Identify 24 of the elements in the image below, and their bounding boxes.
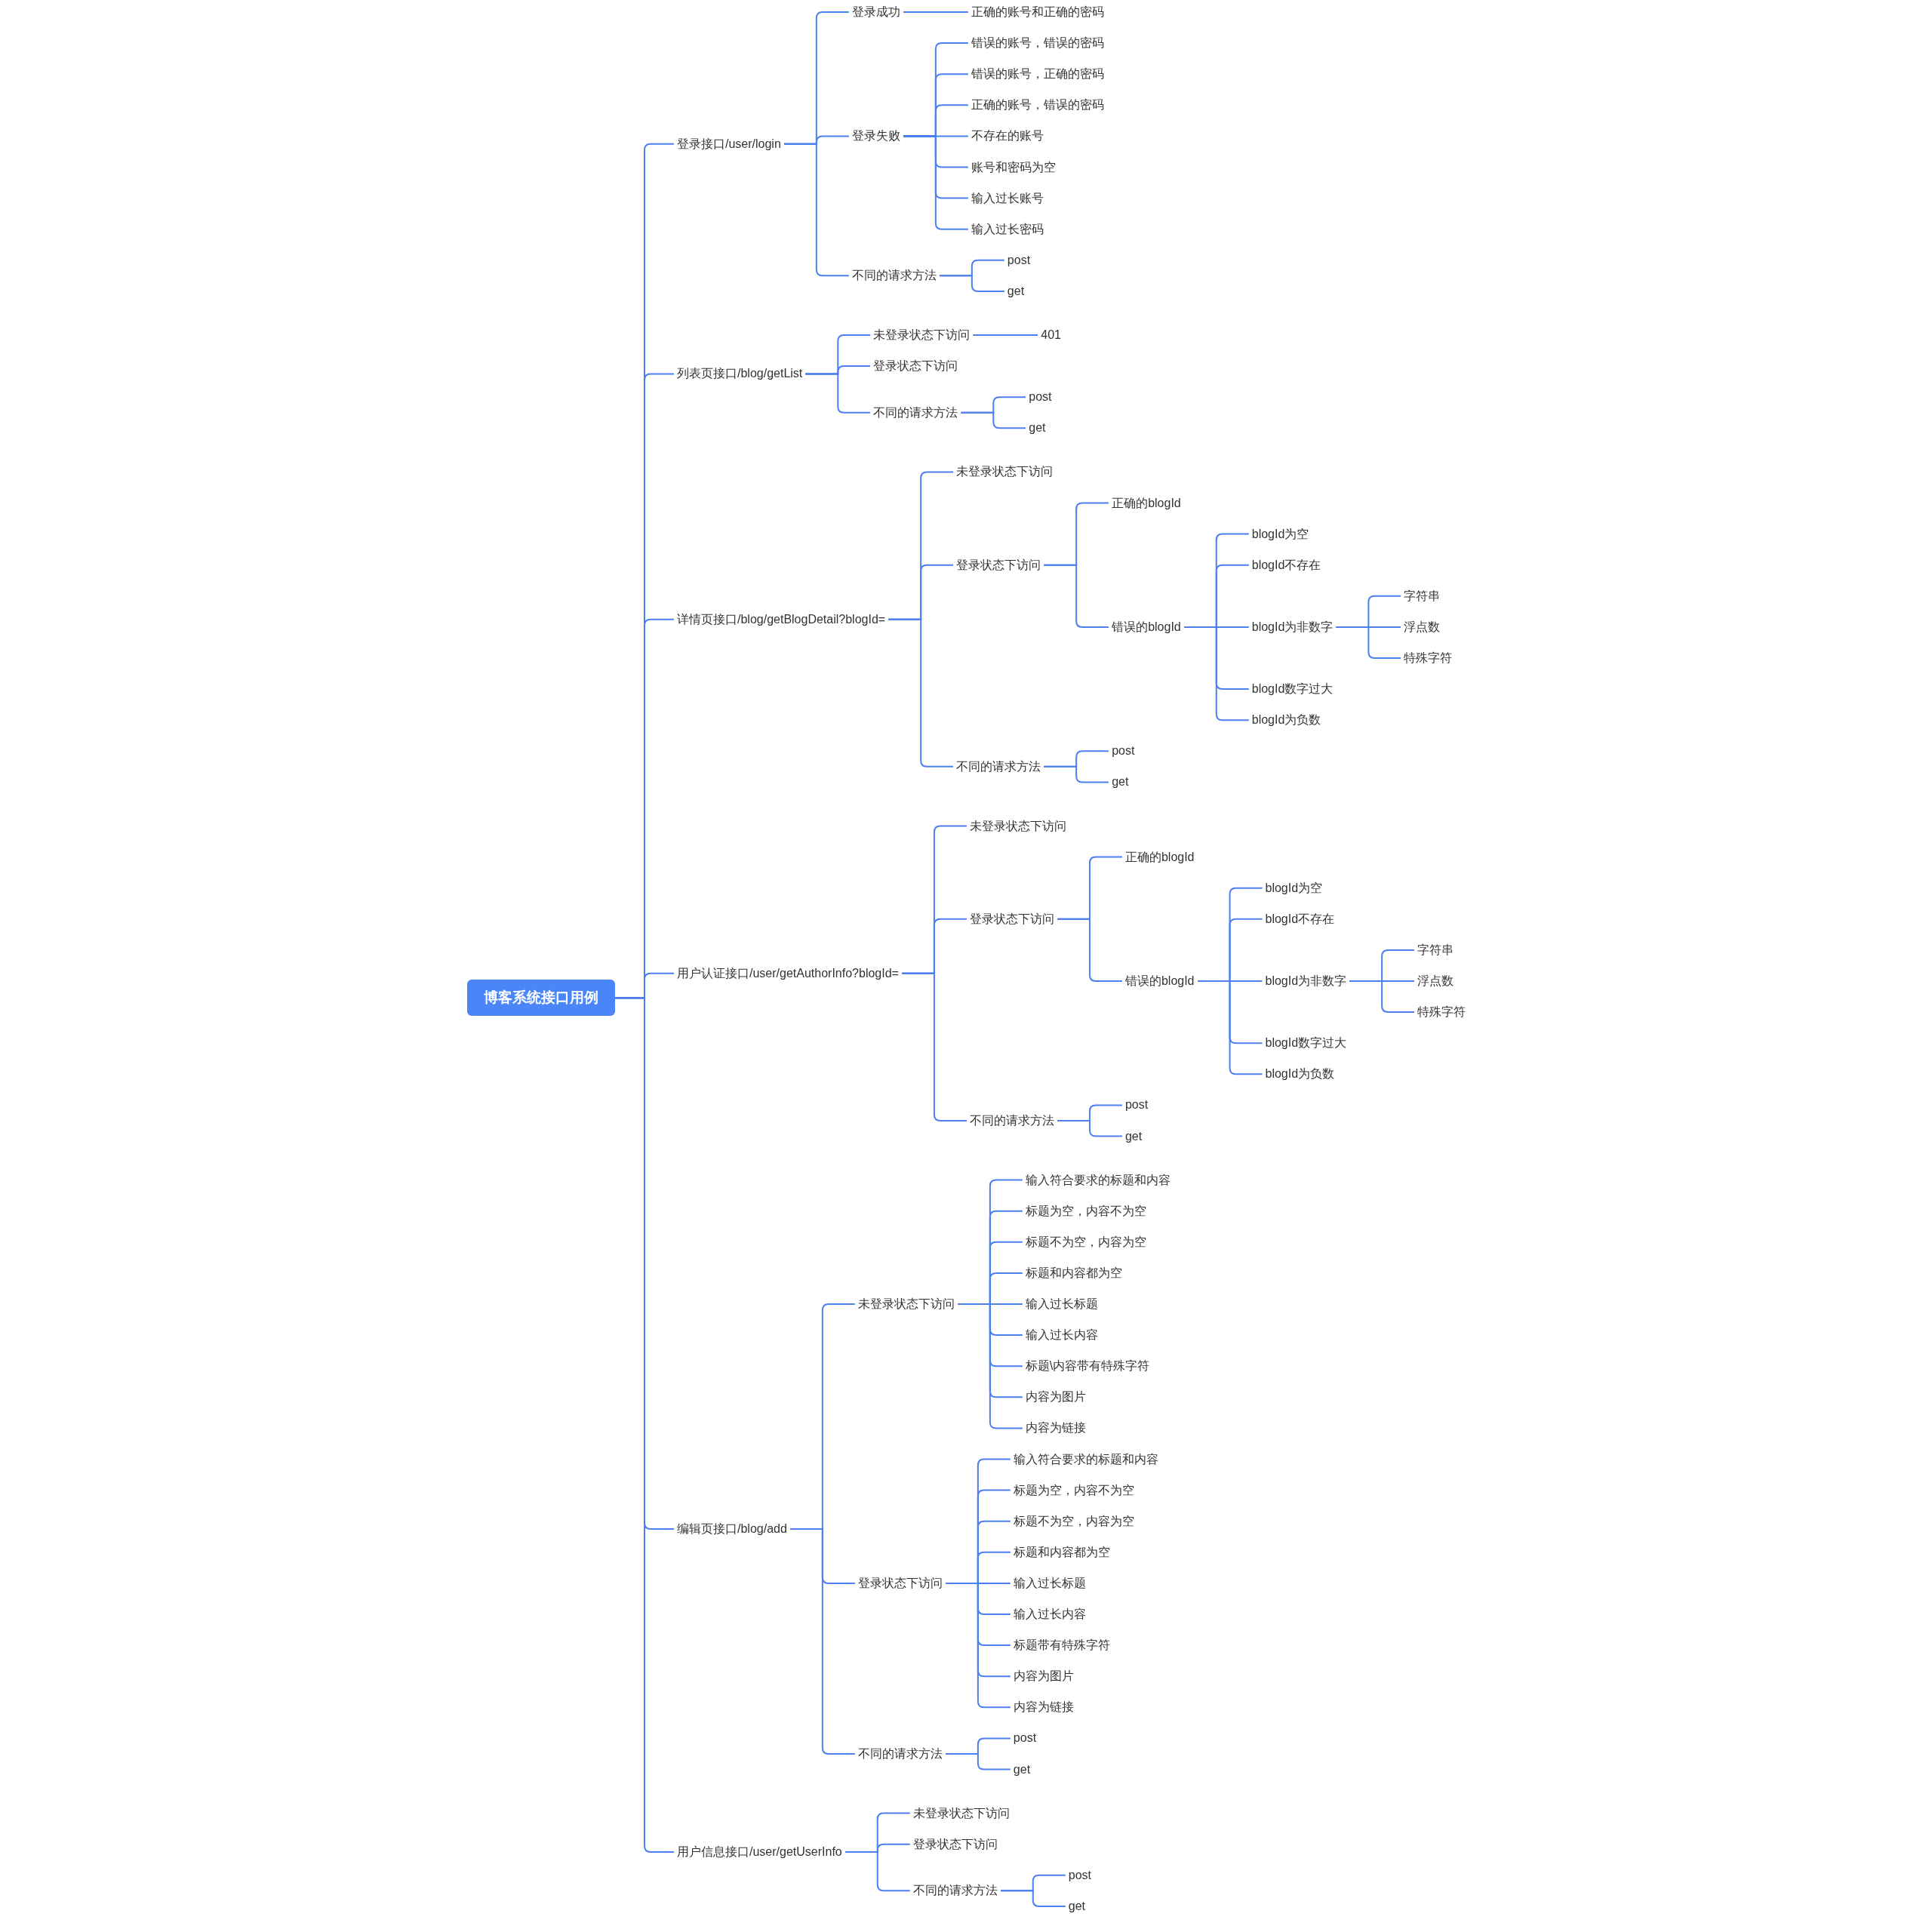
- connector-line: [972, 334, 1039, 336]
- connector-line: [1349, 980, 1416, 1014]
- connector-line: [1043, 564, 1110, 628]
- connector-line: [888, 618, 955, 768]
- connector-line: [844, 1850, 911, 1892]
- connector-line: [614, 997, 675, 1853]
- connector-line: [900, 972, 968, 1121]
- connector-line: [804, 373, 872, 414]
- connector-line: [956, 1303, 1023, 1429]
- connector-line: [1056, 918, 1123, 982]
- connector-line: [1196, 980, 1263, 1075]
- connector-line: [944, 1752, 1011, 1770]
- connector-line: [1183, 626, 1250, 721]
- connector-line: [938, 275, 1005, 292]
- connector-line: [1056, 1119, 1123, 1137]
- connector-line: [783, 143, 850, 277]
- connector-line: [999, 1890, 1066, 1907]
- root-topic-box: 博客系统接口用例: [467, 980, 615, 1017]
- connector-line: [1043, 765, 1110, 783]
- connector-line: [902, 135, 969, 230]
- connector-line: [960, 411, 1027, 429]
- connector-line: [1335, 626, 1402, 659]
- connector-line: [944, 1582, 1011, 1709]
- connector-line: [902, 11, 969, 13]
